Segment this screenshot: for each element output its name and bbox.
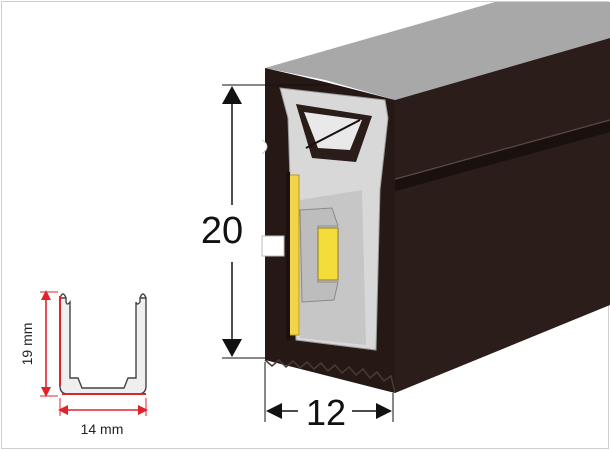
height-arrow-bottom [222, 339, 242, 357]
profile-side-face [395, 38, 610, 393]
width-dimension: 12 [264, 362, 394, 433]
height-label: 20 [201, 210, 243, 252]
neon-profile-3d [261, 2, 610, 394]
led-chip-holder [299, 207, 339, 303]
profile-top-surface [265, 2, 610, 100]
height-dimension: 20 [201, 84, 330, 359]
height-arrow-top [222, 86, 242, 104]
channel-height-label: 19 mm [19, 323, 35, 366]
profile-serrated-bottom [264, 358, 396, 394]
housing-notch [261, 235, 285, 257]
width-arrow-left [266, 403, 282, 419]
u-channel-shape [59, 297, 147, 395]
channel-width-label: 14 mm [81, 421, 124, 437]
width-label: 12 [306, 392, 346, 433]
u-channel-profile: 19 mm 14 mm [19, 290, 148, 437]
profile-side-groove [392, 120, 610, 192]
width-arrow-right [376, 403, 392, 419]
led-strip [288, 174, 300, 336]
